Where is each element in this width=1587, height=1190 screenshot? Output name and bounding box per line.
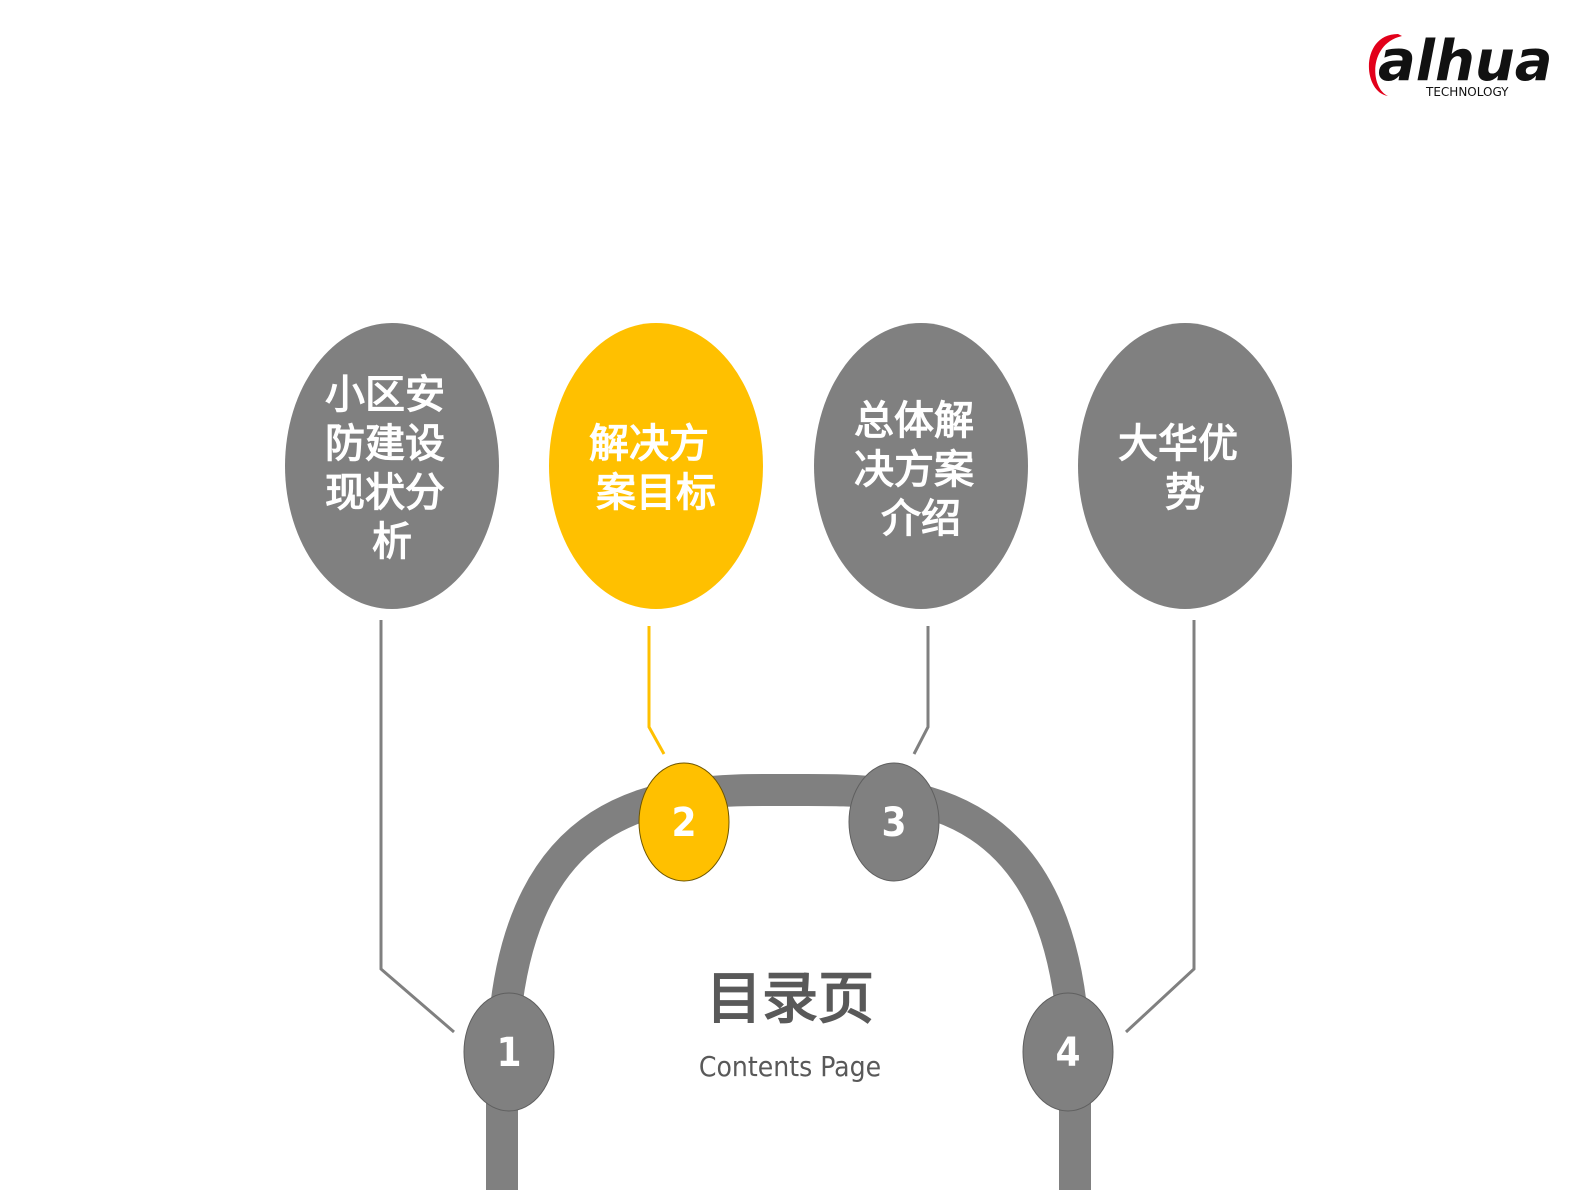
node-shape <box>848 762 940 882</box>
section-node-3[interactable]: 3 <box>848 762 940 882</box>
logo-swoosh-icon <box>1368 34 1402 96</box>
connector-line-1 <box>379 620 455 1034</box>
page-subtitle: Contents Page <box>699 1050 881 1083</box>
section-node-1[interactable]: 1 <box>463 992 555 1112</box>
node-number: 2 <box>671 800 696 846</box>
logo-subtitle: TECHNOLOGY <box>1425 85 1509 99</box>
bubble-label: 小区安 防建设 现状分 析 <box>325 372 459 565</box>
connector-line-3 <box>912 626 930 755</box>
bubble-label: 总体解 决方案 介绍 <box>854 398 988 542</box>
section-node-2[interactable]: 2 <box>638 762 730 882</box>
section-bubble-4[interactable]: 大华优 势 <box>1078 323 1292 609</box>
node-number: 4 <box>1055 1030 1080 1076</box>
node-shape <box>638 762 730 882</box>
connector-line-4 <box>1124 620 1196 1034</box>
node-shape <box>1022 992 1114 1112</box>
bubble-shape <box>1078 323 1292 609</box>
page-title: 目录页 <box>706 967 874 1032</box>
dahua-logo: alhua TECHNOLOGY <box>1368 29 1553 99</box>
section-bubble-3[interactable]: 总体解 决方案 介绍 <box>814 323 1028 609</box>
bubble-shape <box>285 323 499 609</box>
bubble-shape <box>814 323 1028 609</box>
node-shape <box>463 992 555 1112</box>
section-node-4[interactable]: 4 <box>1022 992 1114 1112</box>
bubble-shape <box>549 323 763 609</box>
logo-wordmark: alhua <box>1378 29 1553 94</box>
arch-track <box>486 773 1091 1190</box>
section-bubble-1[interactable]: 小区安 防建设 现状分 析 <box>285 323 499 609</box>
node-number: 1 <box>496 1030 521 1076</box>
bubble-label: 解决方 案目标 <box>589 421 723 516</box>
bubble-label: 大华优 势 <box>1118 421 1252 516</box>
connector-line-2 <box>647 626 666 755</box>
node-number: 3 <box>881 800 906 846</box>
section-bubble-2[interactable]: 解决方 案目标 <box>549 323 763 609</box>
